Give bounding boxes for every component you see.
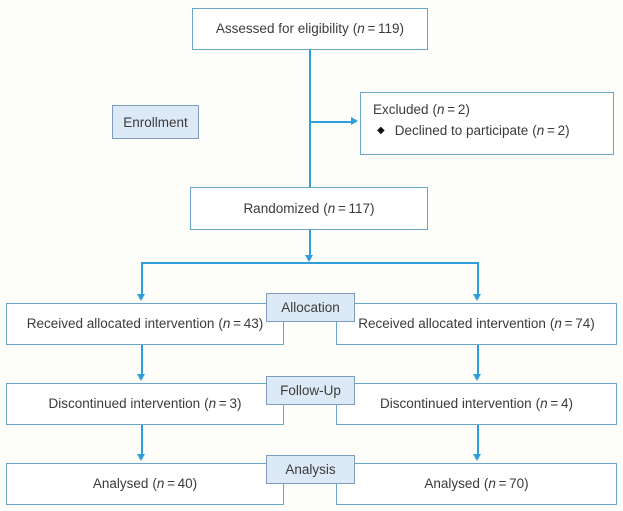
connector-to-excluded xyxy=(310,121,351,123)
stage-label-allocation: Allocation xyxy=(266,293,355,322)
arrowhead-randomized-down xyxy=(305,255,313,262)
stage-label-analysis: Analysis xyxy=(266,455,355,484)
analysed-left-n: (n = 40) xyxy=(152,476,198,492)
followup-label-text: Follow-Up xyxy=(280,383,341,398)
stage-label-enrollment: Enrollment xyxy=(112,105,199,139)
excluded-reason-line: ◆ Declined to participate(n = 2) xyxy=(373,122,570,140)
analysed-left-label: Analysed xyxy=(92,476,149,492)
excluded-label: Excluded xyxy=(373,102,429,117)
assessed-eligibility-label: Assessed for eligibility xyxy=(215,21,349,37)
connector-assessed-to-randomized xyxy=(309,50,311,187)
randomized-box: Randomized(n = 117) xyxy=(190,187,428,230)
discontinued-right-box: Discontinued intervention(n = 4) xyxy=(336,383,617,425)
randomized-n: (n = 117) xyxy=(323,200,375,216)
received-left-label: Received allocated intervention xyxy=(26,316,215,332)
connector-received-to-discontinued-left xyxy=(141,345,143,374)
branch-line-allocation xyxy=(141,262,478,264)
connector-branch-left xyxy=(141,262,143,294)
stage-label-followup: Follow-Up xyxy=(266,376,355,405)
enrollment-label-text: Enrollment xyxy=(123,114,188,130)
connector-branch-right xyxy=(477,262,479,294)
analysis-label-text: Analysis xyxy=(285,462,336,477)
assessed-eligibility-n: (n = 119) xyxy=(352,21,405,37)
excluded-box: Excluded(n = 2) ◆ Declined to participat… xyxy=(360,92,614,155)
randomized-label: Randomized xyxy=(243,200,320,216)
received-right-label: Received allocated intervention xyxy=(358,316,546,332)
analysed-right-label: Analysed xyxy=(424,476,480,492)
excluded-title-line: Excluded(n = 2) xyxy=(373,101,470,119)
arrowhead-to-excluded xyxy=(351,117,358,125)
arrowhead-analysed-left xyxy=(137,454,145,461)
connector-discontinued-to-analysed-left xyxy=(141,425,143,454)
received-right-n: (n = 74) xyxy=(549,316,595,332)
received-left-n: (n = 43) xyxy=(218,316,264,332)
analysed-right-box: Analysed(n = 70) xyxy=(336,463,617,505)
connector-discontinued-to-analysed-right xyxy=(477,425,479,454)
arrowhead-discontinued-left xyxy=(137,374,145,381)
discontinued-right-label: Discontinued intervention xyxy=(380,396,532,412)
discontinued-left-label: Discontinued intervention xyxy=(48,396,201,412)
excluded-reason-n: (n = 2) xyxy=(532,122,570,138)
received-intervention-right-box: Received allocated intervention(n = 74) xyxy=(336,303,617,345)
allocation-label-text: Allocation xyxy=(281,300,340,315)
analysed-left-box: Analysed(n = 40) xyxy=(6,463,284,505)
discontinued-left-n: (n = 3) xyxy=(204,396,242,412)
excluded-reason-label: Declined to participate xyxy=(394,122,529,138)
arrowhead-discontinued-right xyxy=(473,374,481,381)
connector-randomized-down xyxy=(309,230,311,256)
received-intervention-left-box: Received allocated intervention(n = 43) xyxy=(6,303,284,345)
arrowhead-branch-left xyxy=(137,294,145,301)
diamond-bullet-icon: ◆ xyxy=(377,124,385,136)
discontinued-left-box: Discontinued intervention(n = 3) xyxy=(6,383,284,425)
arrowhead-branch-right xyxy=(473,294,481,301)
connector-received-to-discontinued-right xyxy=(477,345,479,374)
excluded-n: (n = 2) xyxy=(432,102,470,117)
discontinued-right-n: (n = 4) xyxy=(535,396,573,412)
analysed-right-n: (n = 70) xyxy=(483,476,529,492)
assessed-eligibility-box: Assessed for eligibility(n = 119) xyxy=(192,8,428,50)
arrowhead-analysed-right xyxy=(473,454,481,461)
